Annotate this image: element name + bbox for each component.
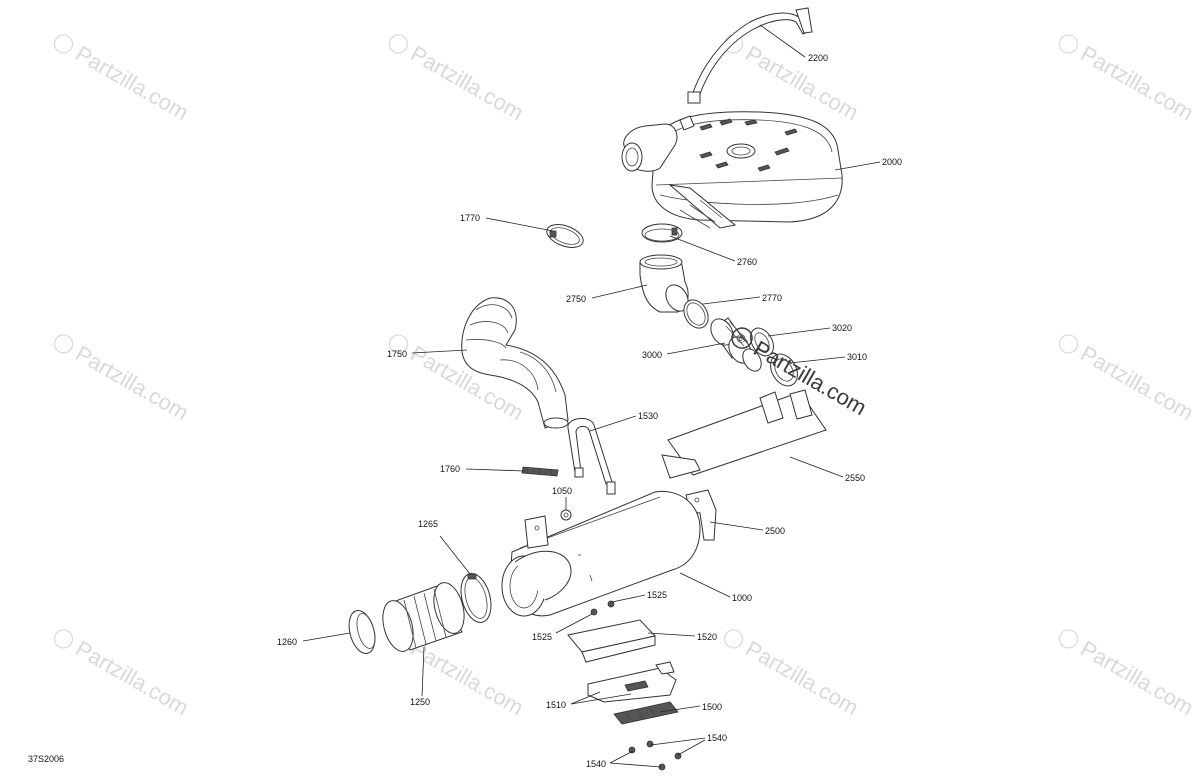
watermark-br: Partzilla.com	[1058, 629, 1198, 721]
callout-3010[interactable]: 3010	[847, 352, 867, 362]
watermark-text: Partzilla.com	[71, 341, 193, 426]
watermark-text: Partzilla.com	[1076, 341, 1198, 426]
part-3020-ring[interactable]	[746, 324, 778, 360]
callout-1760[interactable]: 1760	[440, 464, 460, 474]
part-2770-clamp[interactable]	[679, 296, 713, 333]
part-1750-intake-duct[interactable]	[461, 297, 569, 429]
watermark-text: Partzilla.com	[71, 41, 193, 126]
callout-1500[interactable]: 1500	[702, 702, 722, 712]
part-1250-coupler[interactable]	[378, 579, 470, 654]
part-2000-airbox[interactable]	[621, 111, 843, 229]
watermark-tl: Partzilla.com	[53, 34, 193, 126]
callout-1750[interactable]: 1750	[387, 349, 407, 359]
callout-1265[interactable]: 1265	[418, 519, 438, 529]
callout-2550[interactable]: 2550	[845, 473, 865, 483]
part-1000-muffler[interactable]	[501, 490, 701, 617]
leader-lines	[302, 24, 881, 768]
watermark-text: Partzilla.com	[406, 636, 528, 721]
part-1500-plate[interactable]	[613, 701, 679, 725]
part-1530-hose[interactable]	[567, 417, 616, 495]
callout-1050[interactable]: 1050	[552, 486, 572, 496]
part-1760-spring[interactable]	[521, 466, 559, 477]
part-1540-screws[interactable]	[628, 740, 682, 771]
watermark-ml: Partzilla.com	[53, 334, 193, 426]
callout-1770[interactable]: 1770	[460, 213, 480, 223]
watermark-bl: Partzilla.com	[53, 629, 193, 721]
callout-1530[interactable]: 1530	[638, 411, 658, 421]
callout-1520[interactable]: 1520	[697, 632, 717, 642]
callout-1540-right[interactable]: 1540	[707, 733, 727, 743]
watermark-mr: Partzilla.com	[1058, 334, 1198, 426]
callout-3020[interactable]: 3020	[832, 323, 852, 333]
copyright-icon	[731, 327, 753, 349]
callout-1525-lower[interactable]: 1525	[532, 632, 552, 642]
callout-1250[interactable]: 1250	[410, 697, 430, 707]
part-1520-heat-shield[interactable]	[567, 619, 656, 663]
part-2550-heat-shield[interactable]	[661, 389, 827, 479]
watermark-text: Partzilla.com	[1076, 636, 1198, 721]
diagram-code: 37S2006	[28, 754, 64, 764]
watermark-layer: Partzilla.com Partzilla.com Partzilla.co…	[53, 34, 1198, 721]
watermark-text: Partzilla.com	[71, 636, 193, 721]
part-1525-screws[interactable]	[590, 600, 615, 616]
callout-2770[interactable]: 2770	[762, 293, 782, 303]
callout-2760[interactable]: 2760	[737, 257, 757, 267]
part-2200-strap[interactable]	[687, 7, 813, 104]
callout-2000[interactable]: 2000	[882, 157, 902, 167]
callout-3000[interactable]: 3000	[642, 350, 662, 360]
watermark-text: Partzilla.com	[1076, 41, 1198, 126]
callout-2500[interactable]: 2500	[765, 526, 785, 536]
callout-2750[interactable]: 2750	[566, 294, 586, 304]
callout-1260[interactable]: 1260	[277, 637, 297, 647]
callout-1510[interactable]: 1510	[546, 700, 566, 710]
watermark-tc2: Partzilla.com	[723, 34, 863, 125]
callout-1525-upper[interactable]: 1525	[647, 590, 667, 600]
watermark-text: Partzilla.com	[741, 636, 863, 721]
part-2760-clamp[interactable]	[641, 223, 683, 243]
watermark-text: Partzilla.com	[406, 41, 528, 126]
part-1260-cap[interactable]	[345, 608, 380, 657]
part-2750-elbow[interactable]	[639, 254, 693, 315]
callout-1540-left[interactable]: 1540	[586, 759, 606, 769]
part-1050-nut[interactable]	[560, 509, 572, 521]
callout-2200[interactable]: 2200	[808, 53, 828, 63]
watermark-tr: Partzilla.com	[1058, 34, 1198, 126]
watermark-bc2: Partzilla.com	[723, 629, 863, 721]
part-1770-clamp[interactable]	[544, 220, 587, 252]
callout-labels: 2200 2000 1770 2760 2750 2770 3020 3000 …	[277, 53, 902, 769]
callout-1000[interactable]: 1000	[732, 593, 752, 603]
watermark-tc: Partzilla.com	[388, 34, 528, 126]
part-3010-flange[interactable]	[739, 346, 803, 391]
part-1510-guard[interactable]	[587, 661, 677, 703]
